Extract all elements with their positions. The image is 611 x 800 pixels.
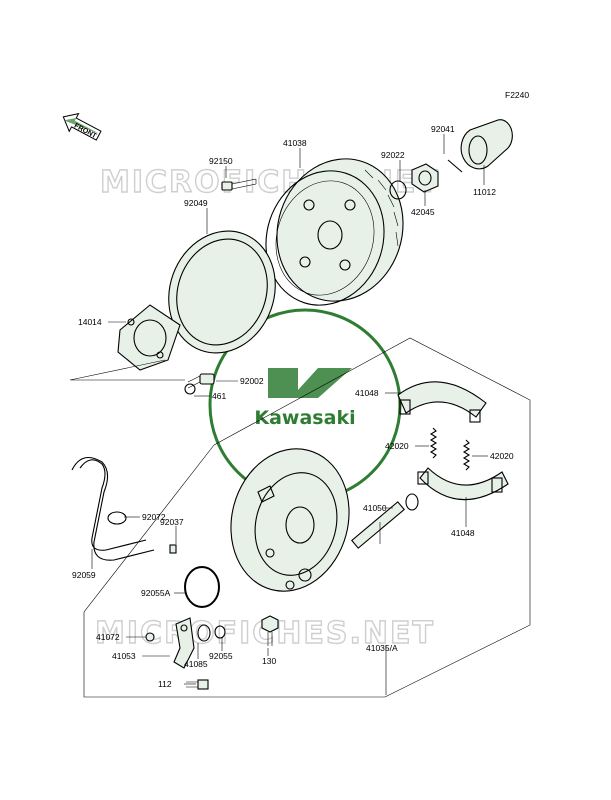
lower-frame	[83, 337, 531, 698]
leader-lines	[91, 134, 488, 695]
bolt-112	[186, 679, 209, 690]
label-92055A: 92055A	[141, 588, 171, 598]
label-41053: 41053	[112, 651, 136, 661]
label-41038: 41038	[283, 138, 307, 148]
brake-shoe-upper	[397, 381, 487, 423]
kawasaki-logo-text: Kawasaki	[254, 407, 355, 429]
label-92037: 92037	[160, 517, 184, 527]
bolt-92002	[187, 373, 215, 389]
label-461: 461	[212, 391, 226, 401]
washer-92022	[389, 180, 407, 200]
label-41050: 41050	[363, 503, 387, 513]
label-92150: 92150	[209, 156, 233, 166]
cable-92059	[71, 456, 155, 561]
diagram-code: F2240	[505, 90, 529, 100]
label-42020-left: 42020	[385, 441, 409, 451]
grommet-92037	[169, 544, 177, 554]
label-92022: 92022	[381, 150, 405, 160]
label-41035A: 41035/A	[366, 643, 398, 653]
label-130: 130	[262, 656, 276, 666]
nut-42045	[411, 163, 439, 193]
bolt-92150	[221, 178, 257, 191]
nut-41072	[145, 632, 155, 642]
washer-461	[184, 383, 196, 395]
label-92002: 92002	[240, 376, 264, 386]
spring-right	[462, 439, 471, 471]
pin-92041	[447, 159, 463, 173]
brake-lever	[173, 617, 195, 669]
label-41085: 41085	[184, 659, 208, 669]
label-92041: 92041	[431, 124, 455, 134]
brake-shoe-lower	[417, 467, 509, 501]
label-42020-right: 42020	[490, 451, 514, 461]
oring-92055A	[184, 566, 220, 608]
spring-left	[429, 427, 438, 459]
label-92072: 92072	[142, 512, 166, 522]
brake-lining-ring	[168, 230, 276, 354]
bolt-130	[261, 615, 279, 646]
front-arrow-icon: FRONT	[62, 112, 102, 141]
label-41072: 41072	[96, 632, 120, 642]
label-112: 112	[158, 679, 172, 689]
camshaft-41050	[351, 493, 419, 549]
washer-92055	[214, 625, 226, 639]
label-92055: 92055	[209, 651, 233, 661]
label-92049: 92049	[184, 198, 208, 208]
clamp-92072	[107, 511, 127, 525]
label-41048-lower: 41048	[451, 528, 475, 538]
plate-14014	[117, 304, 181, 371]
brake-panel	[230, 448, 350, 592]
label-92059: 92059	[72, 570, 96, 580]
label-41048-upper: 41048	[355, 388, 379, 398]
washer-41085	[197, 624, 211, 642]
label-42045: 42045	[411, 207, 435, 217]
label-14014: 14014	[78, 317, 102, 327]
label-11012: 11012	[473, 187, 496, 197]
cap-11012	[460, 119, 513, 170]
brake-drum	[265, 158, 404, 306]
